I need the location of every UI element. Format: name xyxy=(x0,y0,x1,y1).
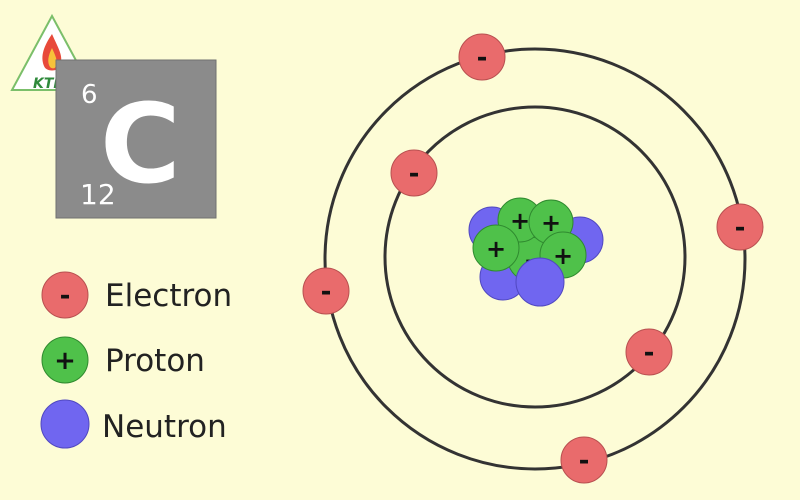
legend-proton-icon xyxy=(41,336,89,384)
proton-sign: + xyxy=(486,235,506,263)
element-tile: 6 C 12 xyxy=(55,59,217,219)
legend-electron-icon xyxy=(41,271,89,319)
electron xyxy=(390,149,438,197)
electron-sign: - xyxy=(579,446,590,476)
element-symbol: C xyxy=(100,80,181,208)
neutron xyxy=(515,257,565,307)
legend: - Electron + Proton Neutron xyxy=(40,271,232,449)
proton xyxy=(472,224,520,272)
legend-proton: + Proton xyxy=(41,336,205,384)
legend-electron-label: Electron xyxy=(105,278,232,314)
legend-electron: - Electron xyxy=(41,271,232,319)
element-tile-background xyxy=(55,59,217,219)
electron-sign: - xyxy=(321,277,332,307)
legend-neutron-icon xyxy=(40,399,90,449)
electron xyxy=(302,267,350,315)
legend-proton-sign: + xyxy=(54,346,76,376)
electron-sign: - xyxy=(409,159,420,189)
electron xyxy=(716,203,764,251)
electron xyxy=(560,436,608,484)
electron-sign: - xyxy=(477,43,488,73)
electron-sign: - xyxy=(735,213,746,243)
legend-electron-sign: - xyxy=(60,281,71,311)
proton-sign: + xyxy=(553,242,573,270)
mass-number: 12 xyxy=(80,178,116,211)
atomic-number: 6 xyxy=(81,80,98,110)
electron xyxy=(625,328,673,376)
proton-sign: + xyxy=(510,207,530,235)
legend-proton-label: Proton xyxy=(105,343,205,379)
electron-sign: - xyxy=(644,338,655,368)
electron xyxy=(458,33,506,81)
electrons: - - - - - - xyxy=(302,33,764,484)
legend-neutron-label: Neutron xyxy=(102,409,227,445)
inner-orbit xyxy=(383,105,687,409)
proton-sign: + xyxy=(541,209,561,237)
outer-orbit xyxy=(323,47,747,471)
legend-neutron: Neutron xyxy=(40,399,227,449)
nucleus: - + + + + xyxy=(468,197,604,307)
